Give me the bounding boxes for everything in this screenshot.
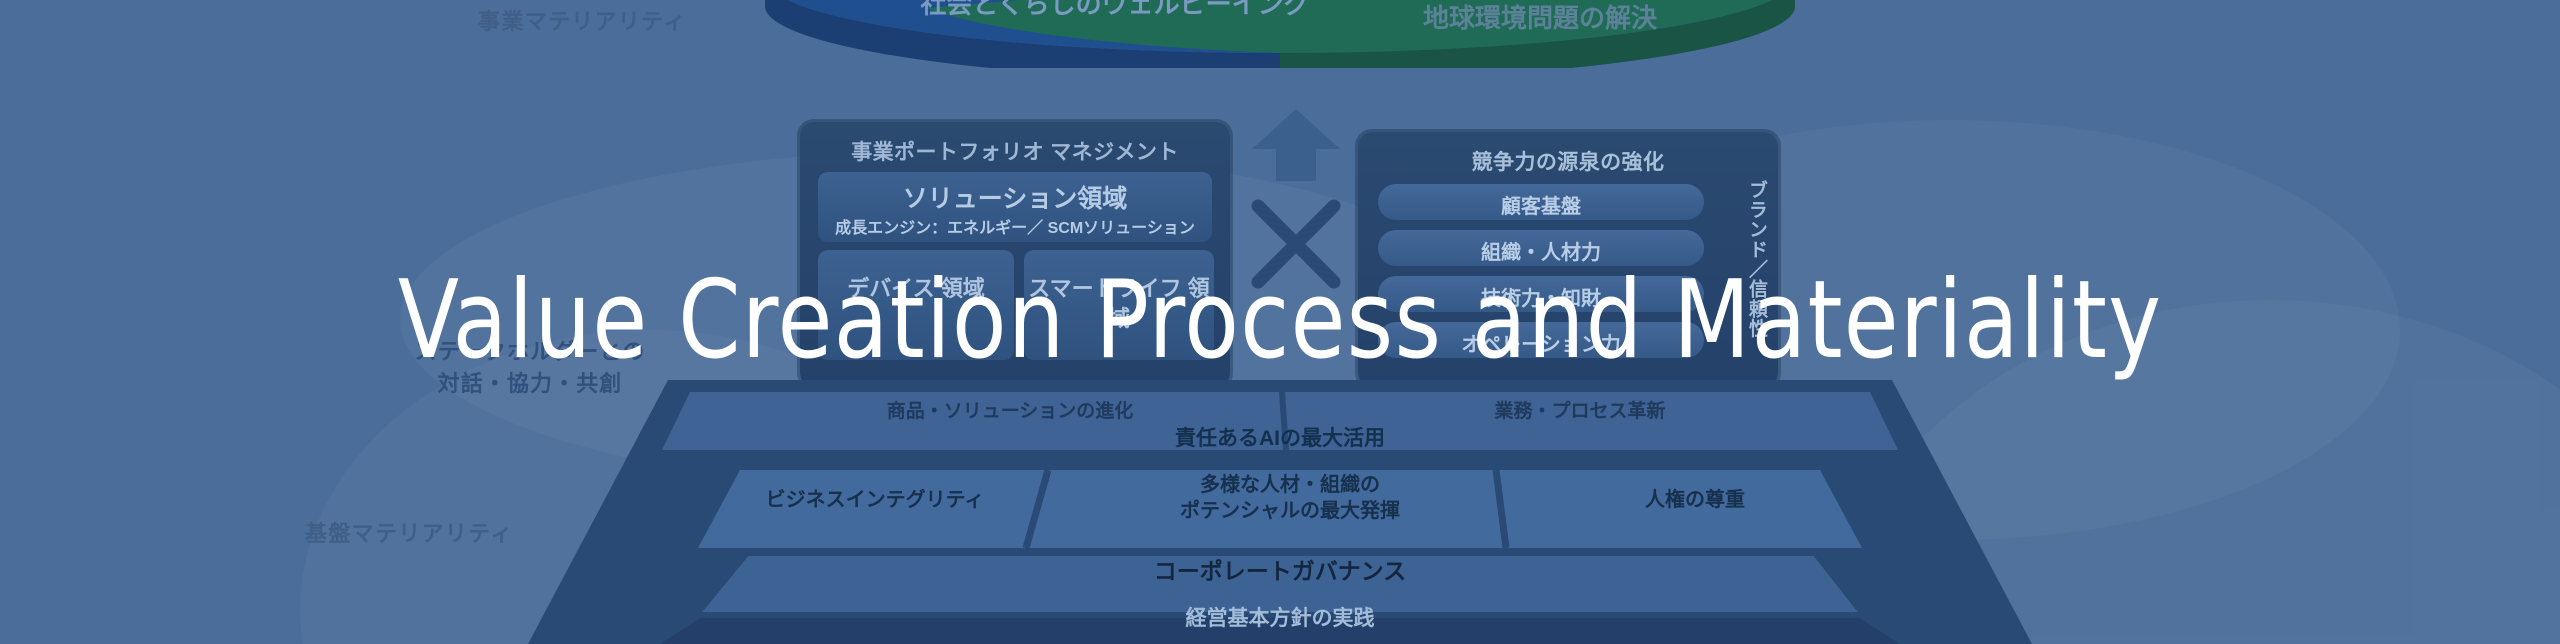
side-label-foundation-materiality: 基盤マテリアリティ [305,521,514,546]
side-label-business-materiality: 事業マテリアリティ [478,9,687,34]
solution-domain-panel[interactable]: ソリューション領域 成長エンジン：エネルギー／ SCMソリューション [818,172,1212,242]
purpose-ring: 社会とくらしのウェルビーイング 地球環境問題の解決 [765,0,1795,68]
tier-base-label: 経営基本方針の実践 [1185,607,1375,630]
multiply-x-icon [1248,196,1344,292]
page-title: Value Creation Process and Materiality [397,258,2163,383]
pill-label: 顧客基盤 [1501,196,1581,218]
solution-domain-title: ソリューション領域 [902,185,1128,213]
tier-governance-label: コーポレートガバナンス [1153,558,1407,584]
card-title: 競争力の源泉の強化 [1471,151,1665,174]
tier-ai-label: 責任あるAIの最大活用 [1175,427,1385,450]
subbox-label: スマートライフ 領域 [1028,276,1210,331]
tier-top-label-product-solution: 商品・ソリューションの進化 [886,401,1134,422]
solution-domain-subtitle: 成長エンジン：エネルギー／ SCMソリューション [835,220,1195,237]
subbox-device-domain[interactable]: デバイス 領域 [818,250,1014,360]
purpose-label-wellbeing: 社会とくらしのウェルビーイング [920,0,1310,19]
tier-foundation-label-human-rights: 人権の尊重 [1645,489,1745,511]
tier-foundation-label-diverse-talent: 多様な人材・組織の ポテンシャルの最大発揮 [1180,474,1400,522]
pill-label: オペレーション力 [1461,334,1621,356]
pill-customer-base[interactable]: 顧客基盤 [1378,184,1704,220]
subbox-smartlife-domain[interactable]: スマートライフ 領域 [1024,250,1214,360]
pill-technology-ip[interactable]: 技術力・知財 [1378,276,1704,312]
card-title: 事業ポートフォリオ マネジメント [851,141,1179,164]
pill-label: 技術力・知財 [1481,288,1601,310]
card-strengthen-competitiveness[interactable]: 競争力の源泉の強化 顧客基盤 組織・人材力 技術力・知財 オペレーション力 ブラ… [1358,132,1778,387]
tier-foundation-label-business-integrity: ビジネスインテグリティ [765,489,985,511]
pill-organization-talent[interactable]: 組織・人材力 [1378,230,1704,266]
brand-trust-vertical-label: ブランド／信頼性 [1746,180,1767,339]
up-arrow-icon [1248,105,1344,185]
stakeholder-dialogue-label: ステークホルダーとの 対話・協力・共創 [414,339,646,396]
tier-top-label-process-innovation: 業務・プロセス革新 [1494,401,1666,422]
pill-operations[interactable]: オペレーション力 [1378,322,1704,358]
pill-label: 組織・人材力 [1481,242,1601,264]
card-business-portfolio-management[interactable]: 事業ポートフォリオ マネジメント ソリューション領域 成長エンジン：エネルギー／… [800,122,1230,387]
subbox-label: デバイス 領域 [847,276,985,301]
purpose-label-environment: 地球環境問題の解決 [1422,3,1657,33]
pyramid-shape [528,380,2032,644]
